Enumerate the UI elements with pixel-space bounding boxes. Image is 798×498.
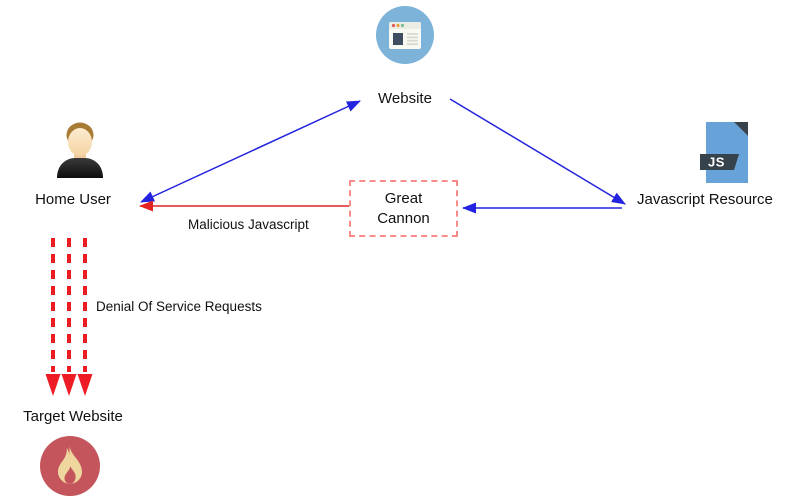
- edge-dos-arrows: [45, 238, 93, 396]
- denial-of-service-label: Denial Of Service Requests: [96, 299, 262, 314]
- home-user-node-label: Home User: [35, 191, 111, 208]
- edge-home-user-website: [140, 100, 361, 203]
- browser-icon: [376, 6, 434, 64]
- js-file-icon: JS: [700, 122, 748, 183]
- great-cannon-label: Great Cannon: [377, 189, 430, 227]
- fire-icon: [40, 436, 100, 496]
- malicious-javascript-label: Malicious Javascript: [188, 217, 309, 232]
- js-resource-node-label: Javascript Resource: [637, 191, 773, 208]
- person-icon: [57, 122, 103, 178]
- website-node-label: Website: [378, 90, 432, 107]
- great-cannon-box: Great Cannon: [349, 180, 458, 237]
- js-badge-text: JS: [708, 155, 725, 170]
- target-website-node-label: Target Website: [23, 408, 123, 425]
- edge-website-js-resource: [449, 98, 626, 205]
